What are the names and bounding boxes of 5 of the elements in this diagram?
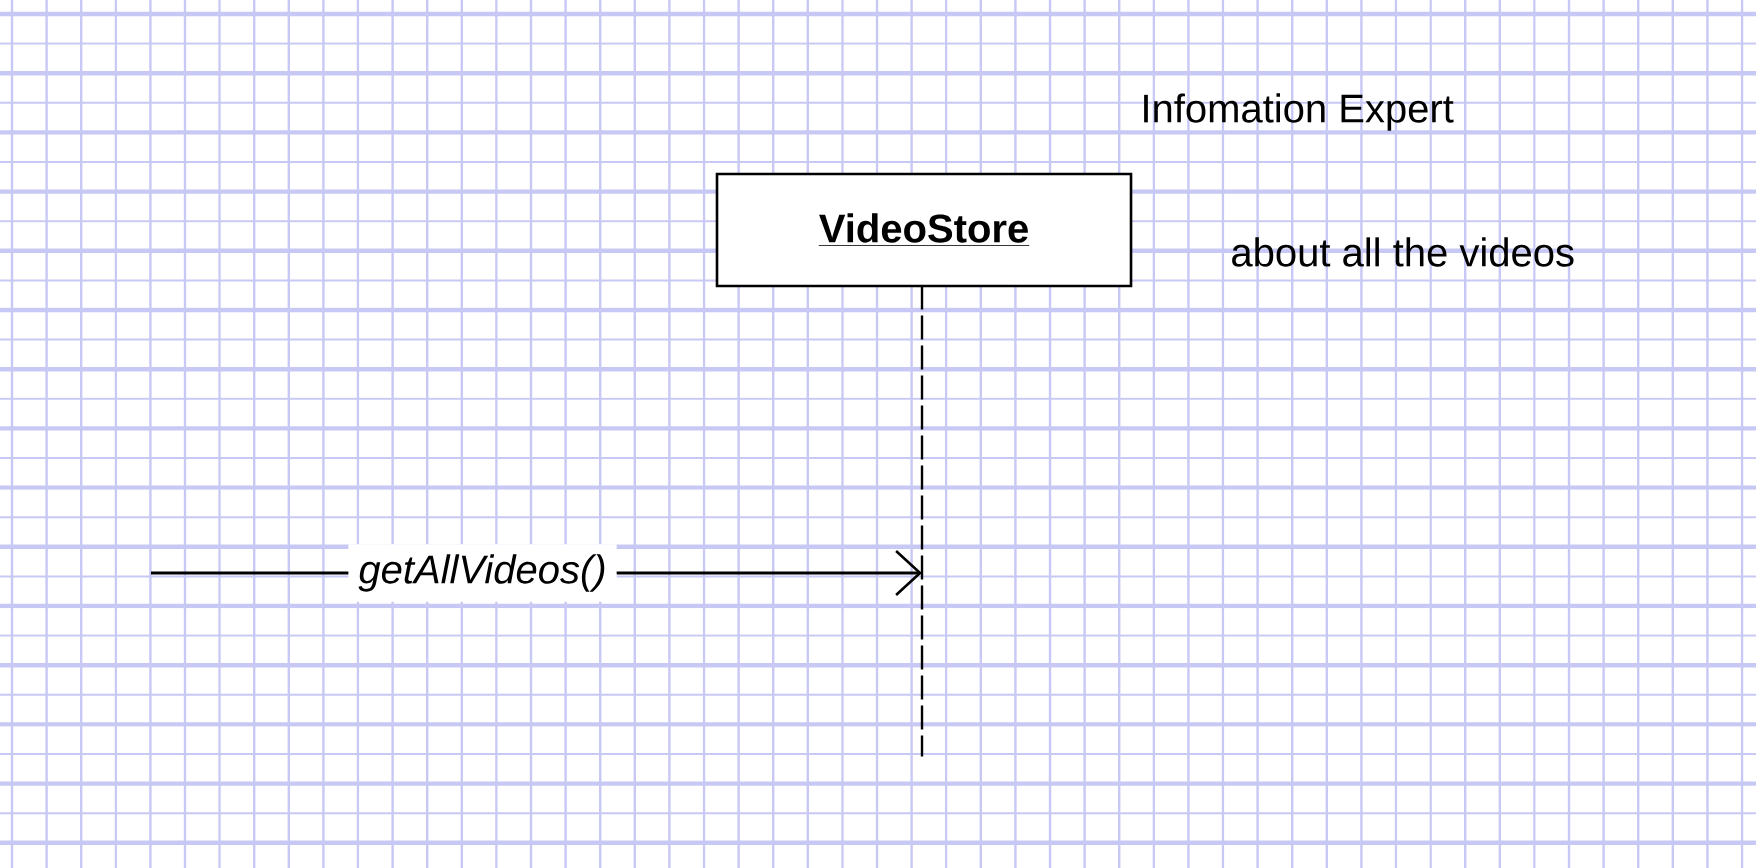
lifeline <box>920 285 924 757</box>
note-text: Infomation Expert <box>1144 93 1454 131</box>
note-text: about all the videos <box>1232 237 1574 267</box>
edge-label: getAllVideos() <box>358 554 605 592</box>
object-box: VideoStore <box>715 172 1133 288</box>
